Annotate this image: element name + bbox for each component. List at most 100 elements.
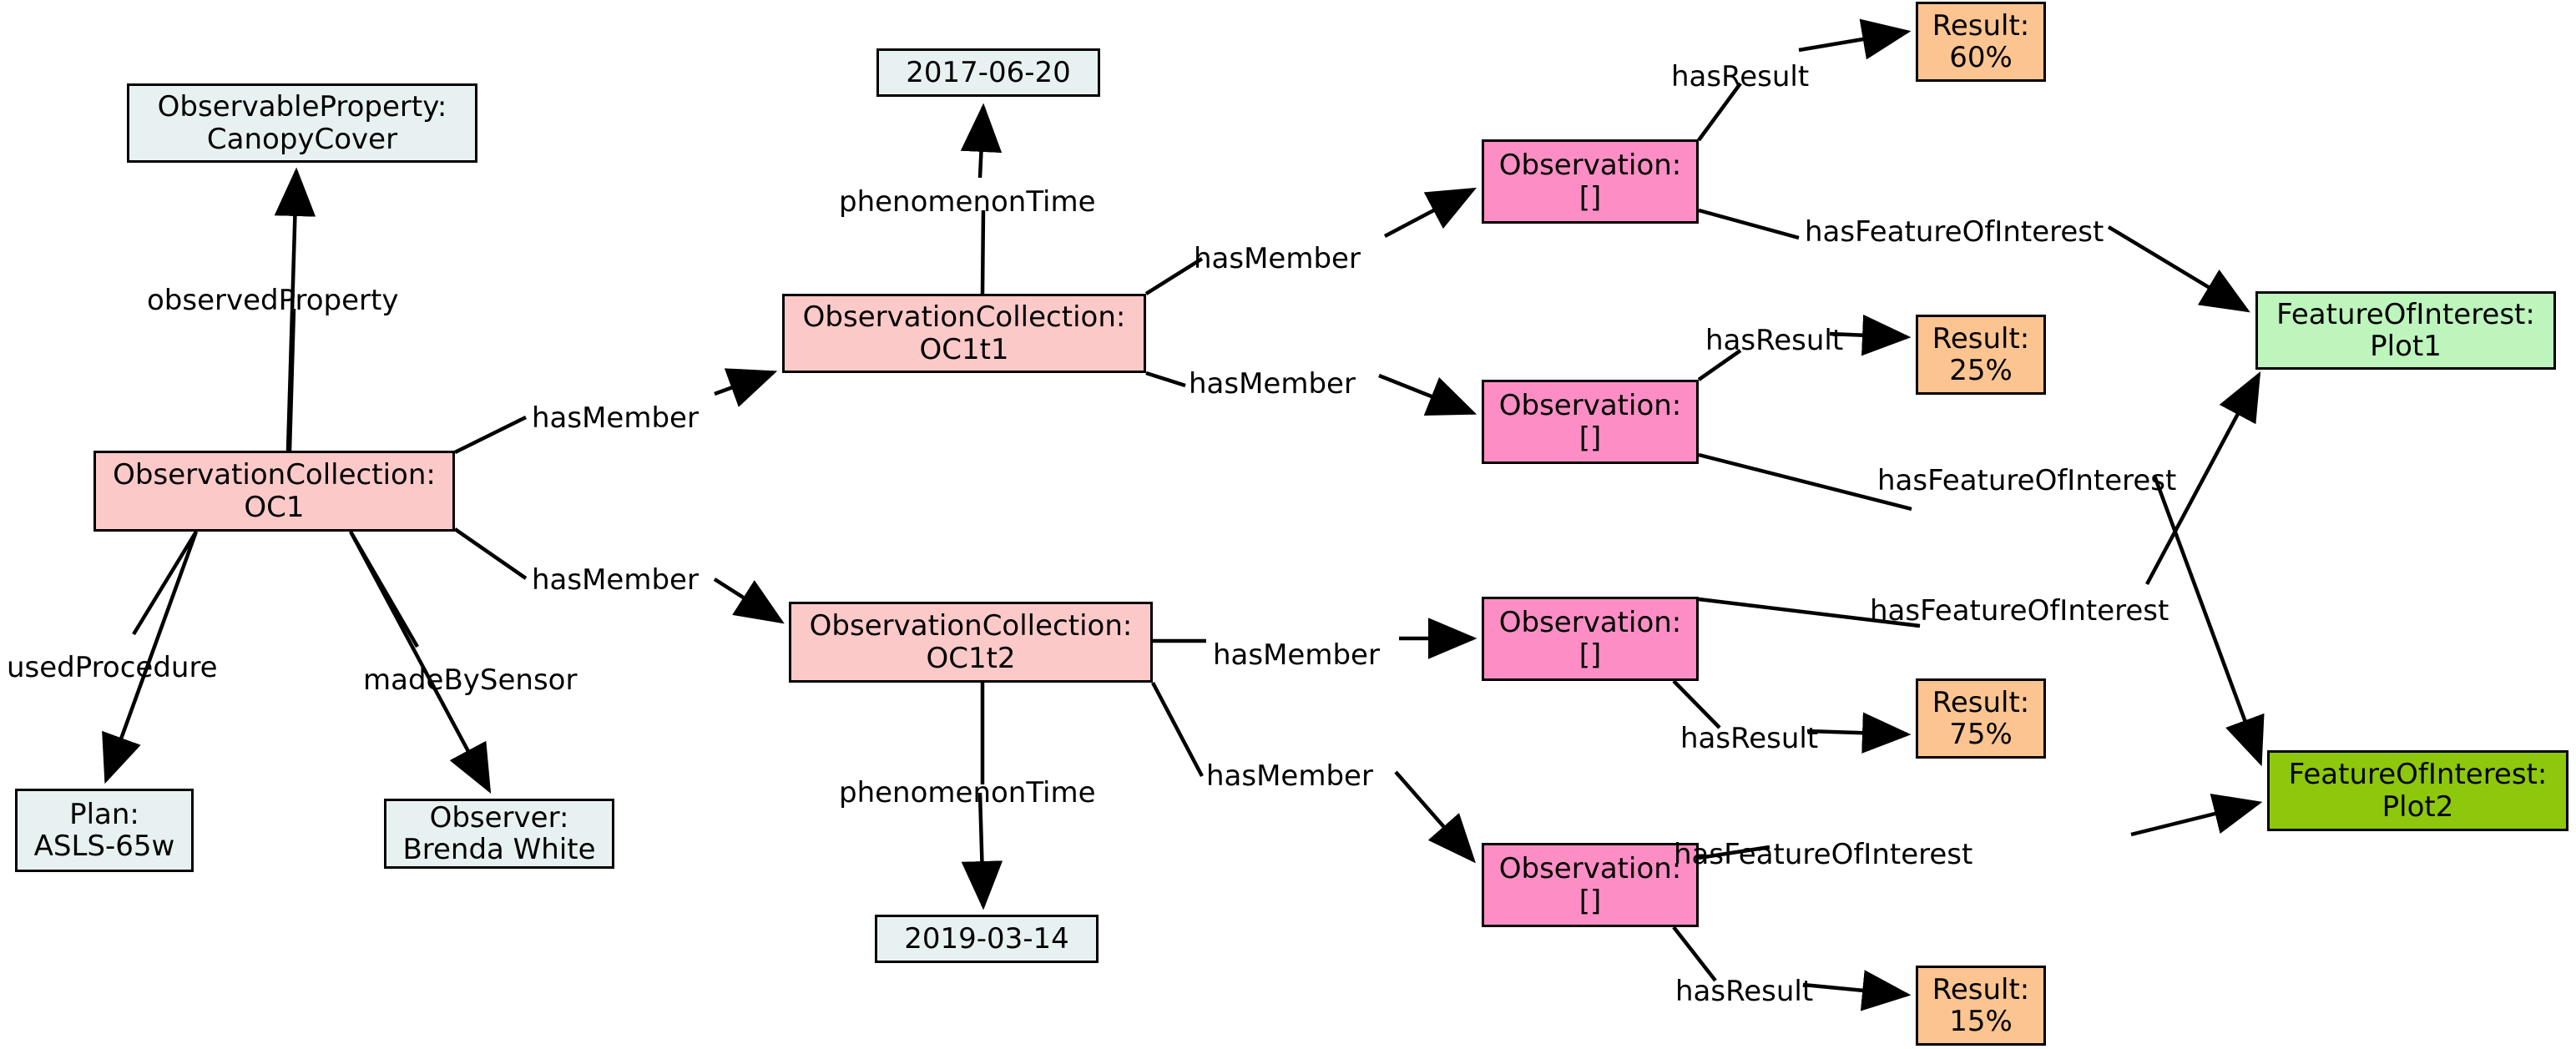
leader-obs3-hasfoi [1698,597,1921,628]
node-label-primary: Result: [1932,321,2030,356]
leader-obs1-hasresult [1697,82,1742,142]
leader-oc1-usedprocedure [132,530,198,636]
edge-label-phenomenontime-t2: phenomenonTime [839,776,1096,809]
node-label-primary: Observation: [1498,389,1682,423]
edge-label-hasmember-oc1-oc1t1: hasMember [532,401,699,435]
edge-label-observedproperty: observedProperty [147,284,399,317]
leader-obs2-hasresult [1697,349,1742,381]
node-result-15[interactable]: Result:15% [1916,966,2046,1046]
node-result-75[interactable]: Result:75% [1916,678,2046,759]
edge-label-hasmember-oc1t1-obs2: hasMember [1189,367,1356,401]
node-label-primary: Observation: [1498,606,1682,640]
node-label-primary: FeatureOfInterest: [2276,297,2535,331]
node-label-primary: Observer: [429,800,569,835]
node-label-secondary: 60% [1949,41,2013,74]
node-observation-4[interactable]: Observation:[] [1482,843,1699,927]
node-label-primary: ObservationCollection: [113,458,436,492]
edge-obs2-plot2 [2152,475,2265,767]
leader-obs2-hasfoi [1698,452,1912,512]
leader-oc1t1-phenomenontime [980,209,986,295]
node-label-secondary: ASLS-65w [33,830,175,863]
node-label-secondary: OC1t2 [926,641,1016,675]
edge-label-hasfeatureofinterest-4: hasFeatureOfInterest [1674,838,1973,871]
edge-oc1t1-obs1 [1383,187,1477,238]
node-date-2019-03-14[interactable]: 2019-03-14 [875,915,1099,963]
leader-oc1-madebysensor [349,530,419,648]
node-observationcollection-oc1t1[interactable]: ObservationCollection:OC1t1 [782,294,1146,373]
node-observation-2[interactable]: Observation:[] [1482,380,1699,464]
node-featureofinterest-plot2[interactable]: FeatureOfInterest:Plot2 [2267,750,2568,831]
leader-oc1-observedproperty [287,308,296,451]
leader-obs4-hasfoi [1698,845,1770,860]
edge-obs4-result15 [1802,970,1912,1011]
edge-label-phenomenontime-t1: phenomenonTime [839,185,1096,219]
edge-oc1-oc1t1 [714,368,778,407]
node-label-primary: 2017-06-20 [906,55,1071,89]
node-label-secondary: CanopyCover [206,122,398,156]
node-observationcollection-oc1t2[interactable]: ObservationCollection:OC1t2 [789,602,1153,683]
node-observation-1[interactable]: Observation:[] [1482,139,1699,224]
edge-obs1-plot1 [2107,225,2250,313]
node-result-25[interactable]: Result:25% [1916,315,2046,395]
edge-oc1t1-obs2 [1378,373,1477,416]
node-label-secondary: Plot2 [2382,789,2454,824]
node-plan-asls65w[interactable]: Plan:ASLS-65w [15,789,194,872]
leader-oc1t1-obs1 [1144,257,1204,295]
edge-oc1t1-time [960,103,1003,179]
node-date-2017-06-20[interactable]: 2017-06-20 [876,48,1100,97]
node-label-primary: Observation: [1498,149,1682,183]
node-featureofinterest-plot1[interactable]: FeatureOfInterest:Plot1 [2255,291,2556,370]
node-observation-3[interactable]: Observation:[] [1482,597,1699,681]
node-label-primary: Result: [1932,972,2030,1006]
edge-obs2-result25 [1829,314,1912,356]
node-label-secondary: [] [1578,180,1602,214]
node-label-primary: FeatureOfInterest: [2288,758,2548,792]
edge-label-hasresult-obs2: hasResult [1705,324,1844,357]
node-label-secondary: Brenda White [402,833,596,866]
edge-obs1-result60 [1798,18,1912,60]
leader-obs1-hasfoi [1698,208,1800,240]
leader-oc1t2-obs4 [1151,681,1204,778]
edge-obs3-plot1 [2145,371,2261,586]
edge-label-hasmember-oc1t2-obs4: hasMember [1206,759,1373,793]
node-label-secondary: OC1t1 [919,332,1009,366]
edge-oc1-oc1t2 [713,577,785,624]
node-label-secondary: [] [1578,884,1602,918]
node-label-primary: Plan: [69,797,139,831]
node-label-primary: ObservationCollection: [802,300,1126,335]
node-label-primary: ObservableProperty: [157,90,447,124]
node-label-secondary: [] [1578,638,1602,672]
edge-oc1t2-obs4 [1394,770,1476,864]
node-label-secondary: 15% [1949,1005,2013,1038]
edge-label-hasmember-oc1t2-obs3: hasMember [1213,638,1380,672]
edge-oc1t2-time [961,792,1003,910]
edge-obs3-result75 [1806,712,1912,754]
edge-label-usedprocedure: usedProcedure [7,651,218,684]
edge-label-hasfeatureofinterest-1: hasFeatureOfInterest [1805,215,2104,249]
node-label-primary: Result: [1932,685,2030,719]
edge-label-hasresult-obs1: hasResult [1671,60,1810,93]
node-observer-brenda-white[interactable]: Observer:Brenda White [384,799,614,869]
edge-label-hasresult-obs3: hasResult [1680,722,1819,755]
edge-label-madebysensor: madeBySensor [363,663,578,697]
edge-label-hasmember-oc1-oc1t2: hasMember [532,563,699,597]
node-label-primary: Observation: [1498,852,1682,886]
node-label-secondary: OC1 [244,490,305,524]
node-observableproperty-canopycover[interactable]: ObservableProperty:CanopyCover [127,83,477,163]
edge-oc1-usedprocedure [102,531,199,784]
node-label-secondary: 75% [1949,718,2013,751]
edge-label-hasfeatureofinterest-3: hasFeatureOfInterest [1870,594,2169,628]
leader-oc1t1-obs2 [1145,371,1186,388]
node-label-secondary: Plot1 [2370,330,2442,363]
edge-label-hasfeatureofinterest-2: hasFeatureOfInterest [1877,464,2177,497]
edge-obs4-plot2 [2130,793,2263,837]
edge-label-hasresult-obs4: hasResult [1675,975,1814,1008]
node-result-60[interactable]: Result:60% [1916,2,2046,82]
node-label-primary: ObservationCollection: [809,609,1133,643]
leader-oc1-oc1t1 [454,415,527,455]
node-label-secondary: 25% [1949,354,2013,387]
leader-obs4-hasresult [1672,925,1717,982]
node-observationcollection-oc1[interactable]: ObservationCollection:OC1 [93,451,455,532]
edge-label-hasmember-oc1t1-obs1: hasMember [1194,242,1361,275]
